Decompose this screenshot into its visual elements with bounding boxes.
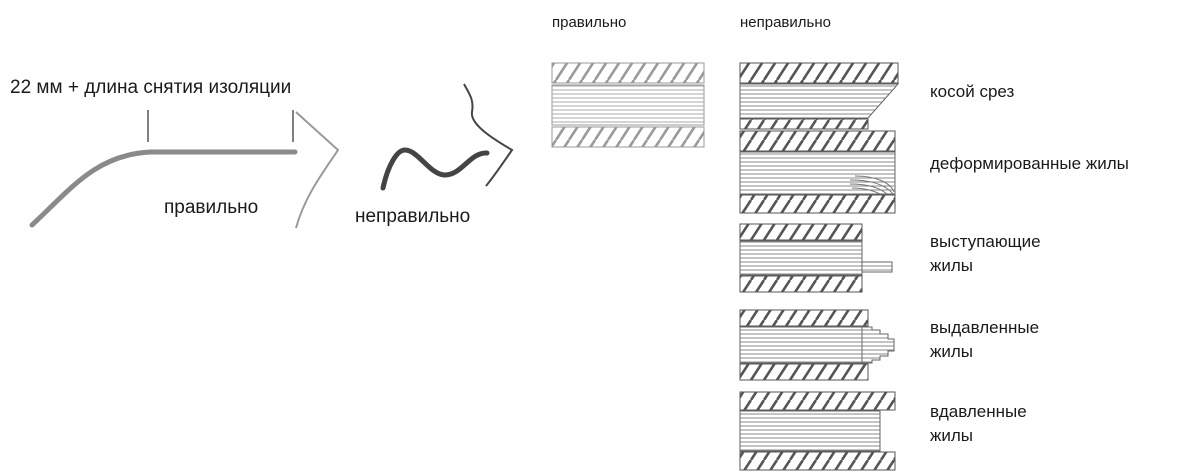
defect-label-squeezed-line1: выдавленные — [930, 318, 1039, 337]
protruding-insulation-top — [739, 223, 863, 241]
correct-strands — [551, 84, 705, 126]
correct-cross-section — [551, 62, 705, 148]
bend-illustration: 22 мм + длина снятия изоляции правильно … — [10, 77, 514, 229]
deformed-insulation-top — [739, 130, 896, 152]
correctly-bent-wire — [29, 149, 298, 228]
protruding-strand-ends — [861, 261, 893, 273]
defect-squeezed-strands — [739, 309, 895, 381]
incorrect-bend-label: неправильно — [355, 206, 470, 227]
protruding-strands — [739, 240, 863, 276]
incorrect-column-header: неправильно — [740, 14, 831, 31]
pushed-in-insulation-bottom — [739, 451, 896, 471]
deformed-insulation-bottom — [739, 194, 896, 214]
oblique-insulation-top — [739, 62, 899, 84]
oblique-strands — [739, 83, 900, 119]
correct-bend-label: правильно — [164, 197, 258, 218]
squeezed-strands — [739, 326, 863, 364]
pushed-in-insulation-top — [739, 391, 896, 411]
defect-deformed-strands — [739, 130, 896, 214]
defect-oblique-cut — [739, 62, 900, 130]
deformed-strands — [739, 151, 896, 195]
incorrect-bend-bracket — [463, 83, 514, 187]
correct-insulation-bottom — [551, 126, 705, 148]
defect-label-deformed-strands: деформированные жилы — [930, 154, 1129, 173]
correct-insulation-top — [551, 62, 705, 84]
defect-label-pushed-in-line2: жилы — [930, 426, 973, 445]
squeezed-strand-bulge — [861, 326, 895, 364]
deformed-strand-curl-3 — [851, 187, 881, 195]
defect-label-protruding-line1: выступающие — [930, 232, 1041, 251]
squeezed-insulation-bottom — [739, 363, 869, 381]
defect-pushed-in-strands — [739, 391, 896, 471]
correct-column-header: правильно — [552, 14, 626, 31]
defect-label-pushed-in-line1: вдавленные — [930, 402, 1027, 421]
squeezed-insulation-top — [739, 309, 869, 327]
incorrectly-bent-wire — [380, 147, 490, 191]
protruding-insulation-bottom — [739, 275, 863, 293]
length-label: 22 мм + длина снятия изоляции — [10, 77, 291, 98]
correct-bend-bracket — [295, 111, 340, 229]
defect-protruding-strands — [739, 223, 893, 293]
deformed-strand-curl-4 — [854, 175, 895, 193]
deformed-strand-curl-2 — [849, 183, 888, 195]
deformed-strand-curl-1 — [849, 179, 894, 195]
defect-label-oblique-cut: косой срез — [930, 82, 1014, 101]
oblique-insulation-bottom — [739, 118, 869, 130]
defect-label-protruding-line2: жилы — [930, 256, 973, 275]
pushed-in-strands — [739, 410, 881, 452]
defect-label-squeezed-line2: жилы — [930, 342, 973, 361]
